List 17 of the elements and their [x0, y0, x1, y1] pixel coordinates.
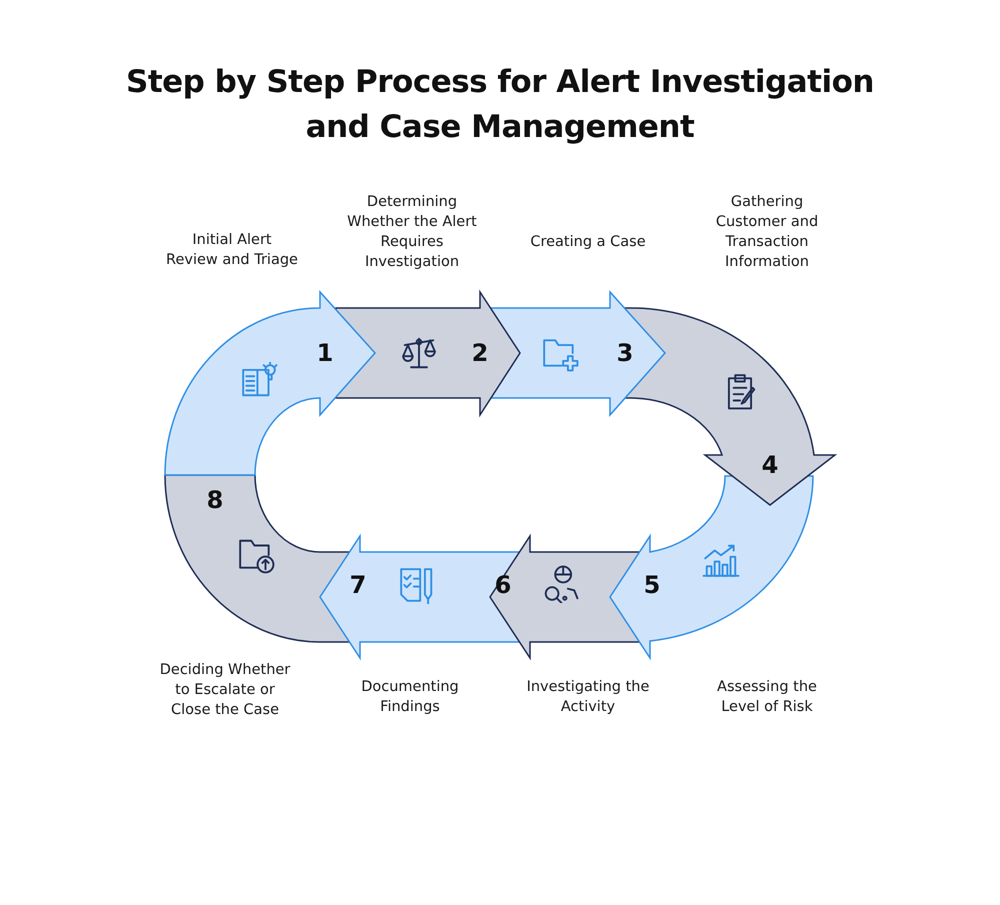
step-number: 6 — [494, 571, 512, 599]
step-number: 2 — [472, 339, 488, 367]
title: Step by Step Process for Alert Investigation and Case Management — [125, 63, 875, 147]
step-label: Initial Alert Review and Triage — [165, 231, 299, 270]
step-number: 8 — [206, 486, 224, 514]
step-label: Assessing the Level of Risk — [716, 678, 818, 717]
step-label: Creating a Case — [529, 233, 647, 252]
step-number: 5 — [644, 571, 660, 599]
step-label: Investigating the Activity — [526, 678, 650, 717]
step-number: 3 — [616, 339, 634, 367]
step-label: Deciding Whether to Escalate or Close the Case — [158, 661, 292, 720]
step-label: Documenting Findings — [360, 678, 460, 717]
step-label: Determining Whether the Alert Requires Investigation — [346, 193, 478, 272]
step-number: 1 — [316, 339, 334, 367]
step-label: Gathering Customer and Transaction Information — [714, 193, 820, 272]
step-number: 7 — [350, 571, 366, 599]
step-number: 4 — [762, 451, 778, 479]
